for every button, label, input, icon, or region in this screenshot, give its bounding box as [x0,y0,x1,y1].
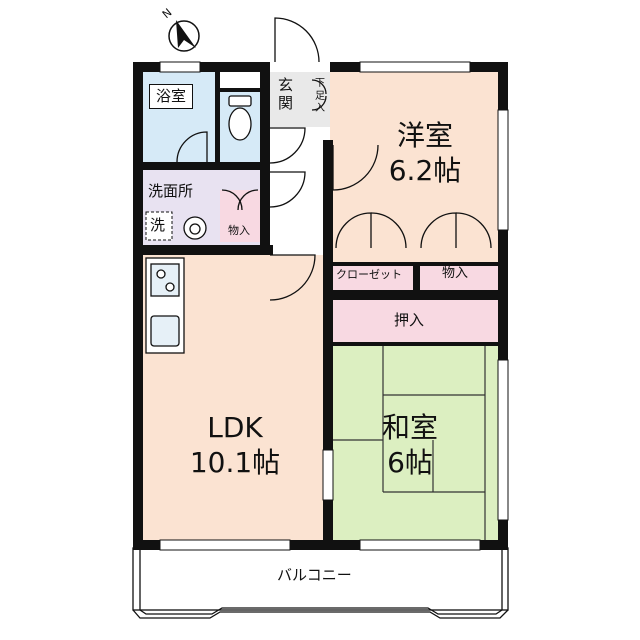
japanese-room-floor [330,345,498,540]
tatami-lines [330,345,486,540]
storage-wash-floor [220,190,260,242]
ldk-size: 10.1帖 [189,446,281,479]
balcony-label: バルコニー [277,566,352,584]
washroom-label: 洗面所 [148,182,194,200]
ldk-name: LDK [207,411,263,444]
kitchen-counter [145,257,185,354]
compass-icon [168,20,200,52]
toilet-fixture [228,95,252,141]
bath-label: 浴室 [149,84,194,109]
closet-label: クローゼット [336,268,402,281]
entrance-label: 玄関 [278,76,294,112]
oshiire-label: 押入 [394,311,425,329]
entrance-floor [270,72,330,127]
ldk-label: LDK 10.1帖 [180,410,290,480]
japanese-room-size: 6帖 [387,446,433,479]
doors [176,17,492,301]
japanese-room-name: 和室 [381,411,438,444]
oshiire-floor [333,300,498,342]
western-room-label: 洋室 6.2帖 [370,118,480,188]
western-room-floor [330,72,498,262]
washer-pan [145,211,173,241]
washbasin [183,216,207,240]
windows [159,61,509,551]
closet-floor [333,262,413,290]
washer-label: 洗 [150,216,166,234]
western-room-size: 6.2帖 [388,154,462,187]
japanese-room-label: 和室 6帖 [355,410,465,480]
storage-floor [420,262,498,290]
western-room-name: 洋室 [396,119,453,152]
storage-wash-label: 物入 [228,224,250,237]
storage-western-label: 物入 [442,266,469,281]
shoe-box-label: 下足入 [315,78,325,114]
